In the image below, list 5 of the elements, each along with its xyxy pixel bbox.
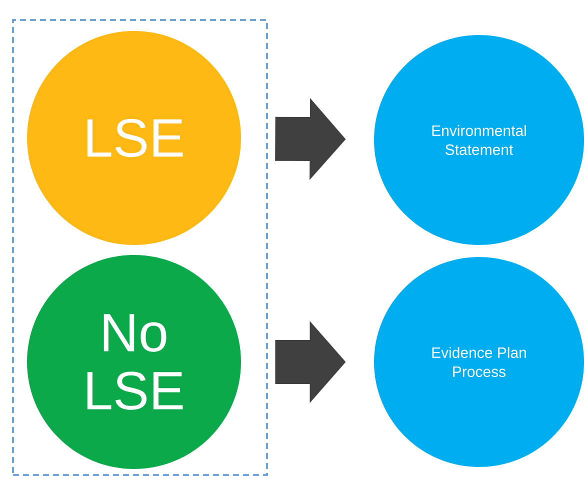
dashed-group-box [12, 19, 268, 476]
circle-node: Evidence Plan Process [374, 257, 584, 467]
circle-node: LSE [27, 31, 241, 245]
circle-node: Environmental Statement [374, 35, 584, 245]
circle-node: No LSE [27, 255, 241, 469]
